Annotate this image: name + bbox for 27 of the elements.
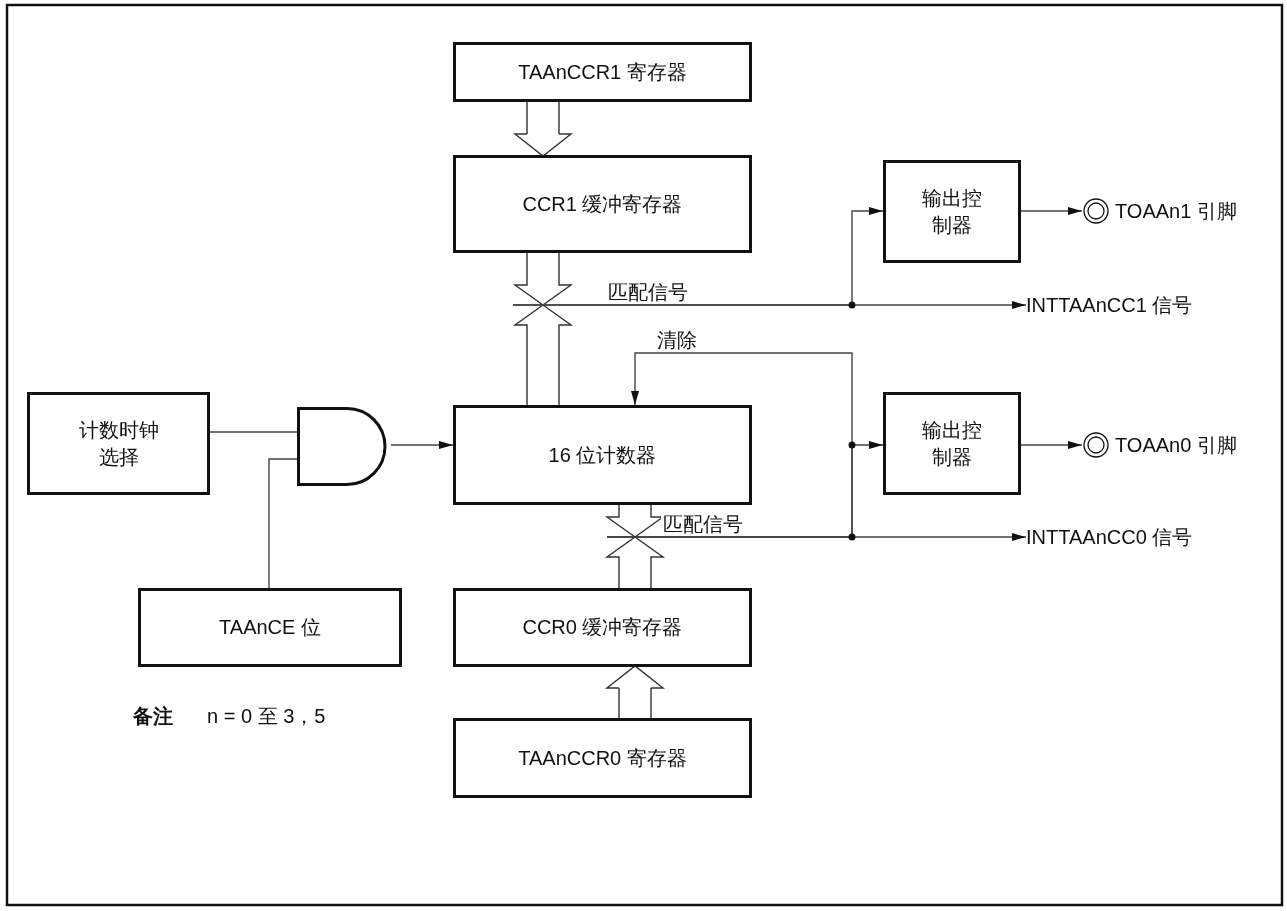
compare-bus-symbol	[604, 503, 666, 590]
output-controller-box: 输出控制器	[883, 160, 1021, 263]
edge-label: 匹配信号	[661, 512, 745, 536]
arrow	[390, 441, 454, 449]
arrow	[512, 301, 1027, 309]
compare-bus-symbol	[512, 251, 574, 407]
signal-label: INTTAAnCC1 信号	[1026, 290, 1266, 320]
edge-label: 匹配信号	[606, 280, 690, 304]
arrow	[606, 533, 1027, 541]
signal-label: INTTAAnCC0 信号	[1026, 522, 1266, 552]
register-box: TAAnCCR0 寄存器	[453, 718, 752, 798]
clock-select-box: 计数时钟选择	[27, 392, 210, 495]
pin-label: TOAAn0 引脚	[1115, 432, 1237, 458]
line	[268, 458, 298, 589]
register-box: TAAnCCR1 寄存器	[453, 42, 752, 102]
note-text: n = 0 至 3，5	[207, 704, 326, 728]
line	[209, 431, 298, 433]
output-controller-box: 输出控制器	[883, 392, 1021, 495]
buffer-register-box: CCR1 缓冲寄存器	[453, 155, 752, 253]
pin-label: TOAAn1 引脚	[1115, 198, 1237, 224]
bit-box: TAAnCE 位	[138, 588, 402, 667]
note-heading: 备注	[133, 704, 173, 728]
arrow	[1020, 441, 1083, 449]
buffer-register-box: CCR0 缓冲寄存器	[453, 588, 752, 667]
edge-label: 清除	[655, 328, 699, 352]
arrow	[1020, 207, 1083, 215]
counter-box: 16 位计数器	[453, 405, 752, 505]
